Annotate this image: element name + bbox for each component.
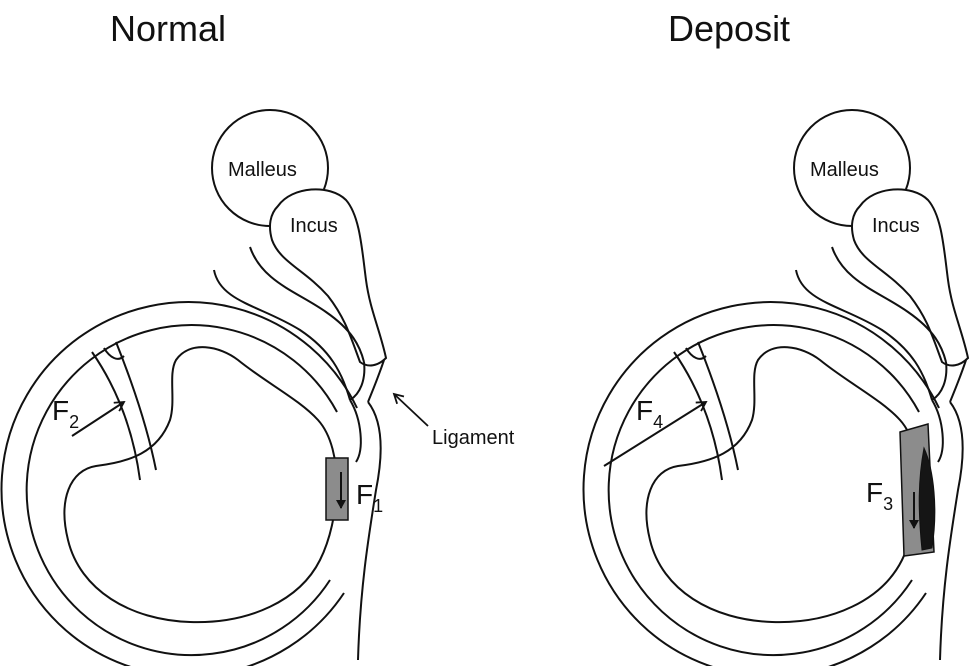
label-malleus-deposit: Malleus (810, 159, 879, 181)
ligament-pointer (394, 394, 428, 426)
oval-window-normal (326, 458, 348, 520)
label-force-f4: F4 (636, 395, 663, 432)
membrane-band-outer (92, 352, 140, 480)
deposit-panel (584, 110, 968, 666)
label-ligament: Ligament (432, 427, 515, 449)
label-incus-deposit: Incus (872, 215, 920, 237)
inner-cavity (64, 347, 336, 622)
label-incus-normal: Incus (290, 215, 338, 237)
membrane-band-outer (674, 352, 722, 480)
force-arrow-f2 (72, 402, 124, 436)
label-malleus-normal: Malleus (228, 159, 297, 181)
inner-circle (27, 325, 337, 655)
stapes-neck (932, 362, 946, 400)
label-force-f2: F2 (52, 395, 79, 432)
stapes-neck (350, 362, 364, 400)
label-force-f1: F1 (356, 479, 383, 516)
deposit-mass (919, 448, 935, 550)
right-boundary-inner (350, 400, 361, 462)
normal-panel (2, 110, 428, 666)
right-boundary-inner (932, 400, 943, 462)
label-force-f3: F3 (866, 477, 893, 514)
